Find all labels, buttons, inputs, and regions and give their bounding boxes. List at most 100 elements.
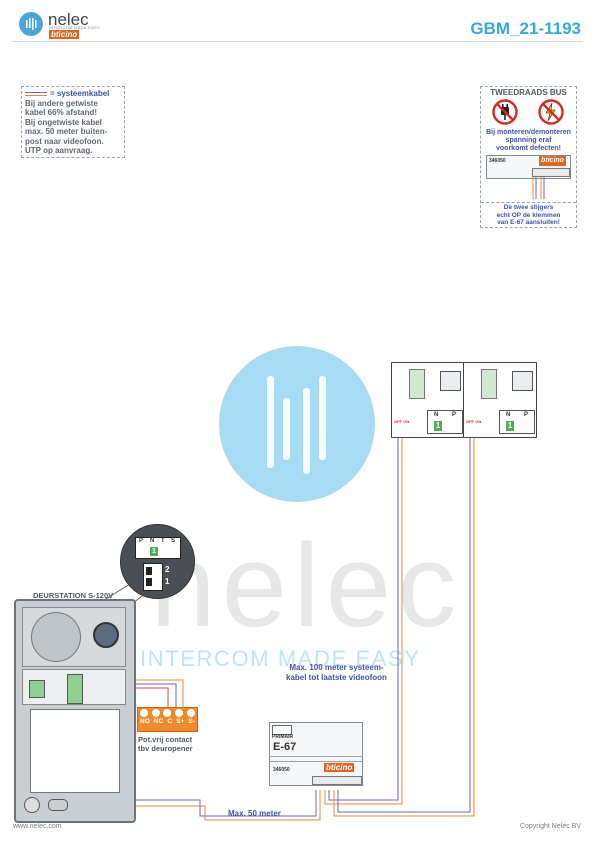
no-voltage-icon bbox=[538, 99, 564, 125]
video-monitor-2: N P 1 OFF ON bbox=[463, 362, 537, 438]
relay-screw-icon bbox=[151, 709, 160, 717]
door-terminal-block: P N T S 1 bbox=[135, 537, 181, 559]
name-plate-window bbox=[30, 709, 120, 793]
document-code: GBM_21-1193 bbox=[470, 19, 581, 38]
relay-note: Pot.vrij contact tbv deuropener bbox=[138, 735, 193, 753]
cable-note-line: max. 50 meter buiten- bbox=[25, 127, 108, 136]
push-button-icon bbox=[48, 799, 68, 811]
supply-code: 346050 bbox=[273, 767, 290, 773]
relay-terminal-label: S- bbox=[188, 718, 195, 725]
monitor-off-on-switch: OFF ON bbox=[394, 419, 410, 424]
bus-warning: Bij monteren/demonteren spanning eraf vo… bbox=[481, 129, 576, 153]
bus-note-title: TWEEDRAADS BUS bbox=[490, 88, 567, 97]
bus-risers-line: van E-67 aansluiten! bbox=[497, 219, 560, 226]
connector-block-left bbox=[29, 680, 45, 698]
distance-max100-line: Max. 100 meter systeem- bbox=[289, 663, 384, 672]
supply-primary-label: PRIMAIR bbox=[272, 734, 294, 740]
monitor-screen-icon bbox=[440, 371, 461, 391]
monitor-n-value: 1 bbox=[434, 421, 442, 431]
supply-brand: bticino bbox=[324, 763, 355, 772]
monitor-p-label: P bbox=[452, 412, 457, 418]
door-n-value: 1 bbox=[150, 547, 158, 556]
bus-risers-note: De twee stijgers echt OP de klemmen van … bbox=[481, 202, 576, 227]
monitor-p-label: P bbox=[524, 412, 529, 418]
distance-max50-label: Max. 50 meter bbox=[228, 809, 281, 818]
footer-copyright: Copyright Nelec BV bbox=[519, 823, 581, 830]
bus-warning-line: voorkomt defecten! bbox=[496, 145, 561, 152]
monitor-config-table: N P 1 bbox=[427, 410, 463, 434]
relay-terminal-label: NC bbox=[153, 718, 164, 725]
power-supply-e67: PRIMAIR E-67 346050 bticino bbox=[269, 722, 363, 786]
relay-screw-icon bbox=[175, 709, 184, 717]
bus-warning-line: spanning eraf bbox=[505, 137, 552, 144]
relay-note-line: Pot.vrij contact bbox=[138, 735, 193, 744]
cable-note-title: = systeemkabel bbox=[50, 89, 110, 98]
cable-note-line: Bij andere getwiste bbox=[25, 98, 98, 108]
dip-terminal-label: P bbox=[139, 538, 144, 544]
speaker-grille-icon bbox=[31, 612, 81, 662]
no-plug-icon bbox=[492, 99, 518, 125]
footer-website[interactable]: www.nelec.com bbox=[13, 823, 62, 830]
monitor-terminal-block bbox=[481, 369, 497, 399]
relay-screw-icon bbox=[163, 709, 172, 717]
bus-risers-line: echt OP de klemmen bbox=[496, 211, 561, 219]
watermark-wordmark: nelec bbox=[150, 520, 463, 652]
watermark-logo-icon bbox=[219, 346, 375, 502]
nelec-logo-badge-icon bbox=[19, 12, 43, 36]
dip-lever bbox=[146, 578, 152, 586]
logo-wordmark: nelec bbox=[48, 10, 89, 29]
dip-terminal-label: S bbox=[171, 538, 176, 544]
distance-max100-label: Max. 100 meter systeem- kabel tot laatst… bbox=[286, 663, 387, 683]
monitor-screen-icon bbox=[512, 371, 533, 391]
bticino-brand-logo: bticino bbox=[49, 30, 80, 39]
door-station-title: DEURSTATION S-120V bbox=[33, 591, 114, 600]
cable-note-line: UTP op aanvraag. bbox=[25, 146, 93, 155]
monitor-terminal-block bbox=[409, 369, 425, 399]
relay-screw-icon bbox=[187, 709, 196, 717]
dip-terminal-label: N bbox=[150, 538, 155, 544]
supply-rib bbox=[270, 756, 362, 757]
cable-note: = systeemkabel Bij andere getwiste kabel… bbox=[21, 86, 125, 158]
relay-note-line: tbv deuropener bbox=[138, 744, 193, 753]
connector-block-right bbox=[67, 674, 83, 704]
bus-module-terminals bbox=[532, 168, 570, 177]
bus-warning-line: Bij monteren/demonteren bbox=[486, 129, 571, 136]
monitor-n-label: N bbox=[434, 412, 439, 418]
relay-terminal-label: C bbox=[167, 718, 173, 725]
relay-terminals bbox=[138, 709, 197, 717]
dip-terminal-label: T bbox=[161, 538, 165, 544]
relay-screw-icon bbox=[139, 709, 148, 717]
dip-label: 2 bbox=[165, 565, 170, 574]
screw-icon bbox=[24, 797, 40, 813]
dip-switch-zoom: P N T S 1 2 1 bbox=[120, 524, 195, 599]
bus-risers-line: De twee stijgers bbox=[503, 204, 554, 211]
monitor-n-label: N bbox=[506, 412, 511, 418]
relay-terminal-label: S+ bbox=[176, 718, 185, 725]
supply-primary-terminal bbox=[272, 725, 292, 735]
distance-max100-line: kabel tot laatste videofoon bbox=[286, 673, 387, 682]
bus-module-code: 346050 bbox=[489, 158, 506, 164]
door-station-speaker-panel bbox=[22, 607, 126, 667]
cable-note-line: kabel 66% afstand! bbox=[25, 108, 98, 117]
supply-terminal-strip bbox=[312, 776, 362, 785]
bus-riser-wires bbox=[532, 177, 545, 199]
door-station-connector-area bbox=[22, 669, 126, 705]
camera-lens-icon bbox=[93, 622, 119, 648]
dip-label: 1 bbox=[165, 577, 170, 586]
relay-terminal-labels: NO NC C S+ S- bbox=[138, 718, 197, 725]
supply-rib bbox=[270, 761, 362, 762]
supply-model: E-67 bbox=[273, 741, 297, 753]
door-relay: NO NC C S+ S- bbox=[137, 707, 198, 732]
dip-switch bbox=[143, 563, 163, 591]
dip-lever bbox=[146, 567, 152, 575]
monitor-off-on-switch: OFF ON bbox=[466, 419, 482, 424]
system-cable-legend-icon bbox=[25, 91, 47, 96]
cable-note-line: post naar videofoon. bbox=[25, 136, 104, 146]
monitor-n-value: 1 bbox=[506, 421, 514, 431]
door-station bbox=[14, 599, 136, 823]
video-monitor-1: N P 1 OFF ON bbox=[391, 362, 465, 438]
monitor-config-table: N P 1 bbox=[499, 410, 535, 434]
watermark-tagline: INTERCOM MADE EASY bbox=[140, 646, 421, 671]
logo-tagline: INTERCOM MADE EASY bbox=[49, 25, 101, 30]
header-divider bbox=[12, 41, 583, 42]
